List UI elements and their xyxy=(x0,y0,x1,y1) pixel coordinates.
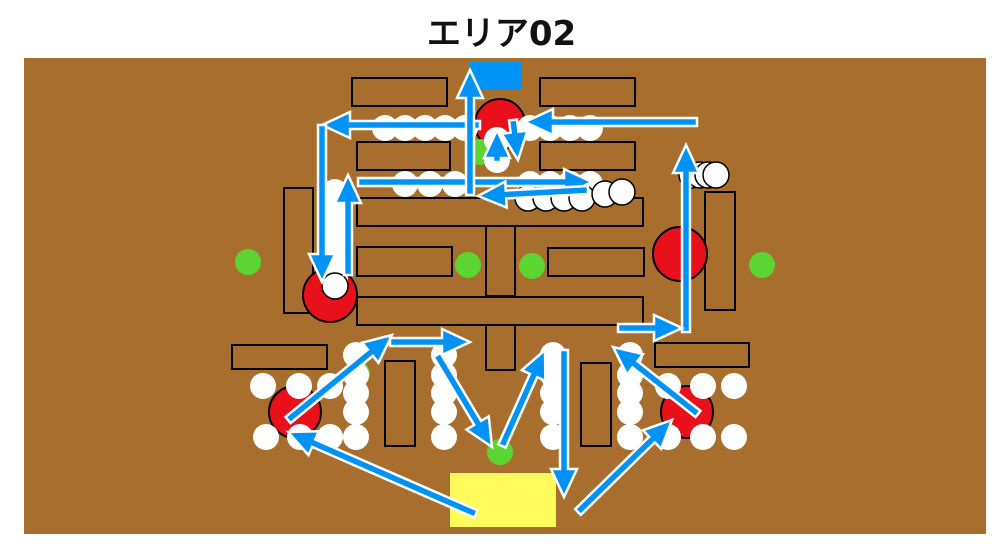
wall xyxy=(539,141,636,171)
route-arrow xyxy=(496,347,547,450)
white-marker xyxy=(286,373,312,399)
start-yellow-zone xyxy=(450,473,556,527)
route-arrow xyxy=(307,123,337,285)
white-marker xyxy=(690,424,716,450)
wall xyxy=(485,324,516,371)
white-marker xyxy=(702,161,730,189)
wall xyxy=(384,360,416,447)
white-marker xyxy=(690,373,716,399)
white-marker xyxy=(431,399,457,425)
wall xyxy=(485,225,516,297)
white-marker xyxy=(617,424,643,450)
route-arrow xyxy=(455,67,485,197)
route-arrow xyxy=(283,333,395,425)
route-arrow xyxy=(333,172,363,277)
route-arrow xyxy=(610,345,703,419)
wall xyxy=(351,77,448,107)
white-marker xyxy=(322,231,348,257)
white-marker xyxy=(721,373,747,399)
route-arrow xyxy=(616,313,685,343)
wall xyxy=(356,296,644,326)
white-marker xyxy=(253,424,279,450)
route-arrow xyxy=(549,348,579,500)
white-marker xyxy=(343,380,369,406)
white-marker xyxy=(617,399,643,425)
white-marker xyxy=(617,380,643,406)
wall xyxy=(547,247,645,277)
route-arrow xyxy=(482,127,512,164)
white-marker xyxy=(343,424,369,450)
route-arrow xyxy=(285,430,480,520)
wall xyxy=(580,362,612,447)
white-marker xyxy=(431,424,457,450)
route-arrow xyxy=(319,110,482,140)
white-marker xyxy=(608,178,636,206)
white-marker xyxy=(321,272,349,300)
route-arrow xyxy=(671,142,701,334)
wall xyxy=(356,141,451,171)
route-arrow xyxy=(431,351,494,450)
green-marker xyxy=(235,249,261,275)
wall xyxy=(356,246,453,277)
wall xyxy=(539,77,636,107)
route-arrow xyxy=(499,118,530,163)
route-arrow xyxy=(573,417,675,517)
entrance-blue-zone xyxy=(470,62,521,90)
wall xyxy=(654,342,750,368)
white-marker xyxy=(250,373,276,399)
green-marker xyxy=(519,253,545,279)
route-arrow xyxy=(475,179,590,210)
white-marker xyxy=(322,213,348,239)
wall xyxy=(231,344,328,370)
route-arrow xyxy=(522,107,699,137)
map-title: エリア02 xyxy=(426,14,577,54)
green-marker xyxy=(749,252,775,278)
wall xyxy=(704,191,736,311)
route-arrow xyxy=(388,327,473,357)
red-marker xyxy=(652,226,708,282)
green-marker xyxy=(455,252,481,278)
white-marker xyxy=(721,424,747,450)
white-marker xyxy=(343,399,369,425)
